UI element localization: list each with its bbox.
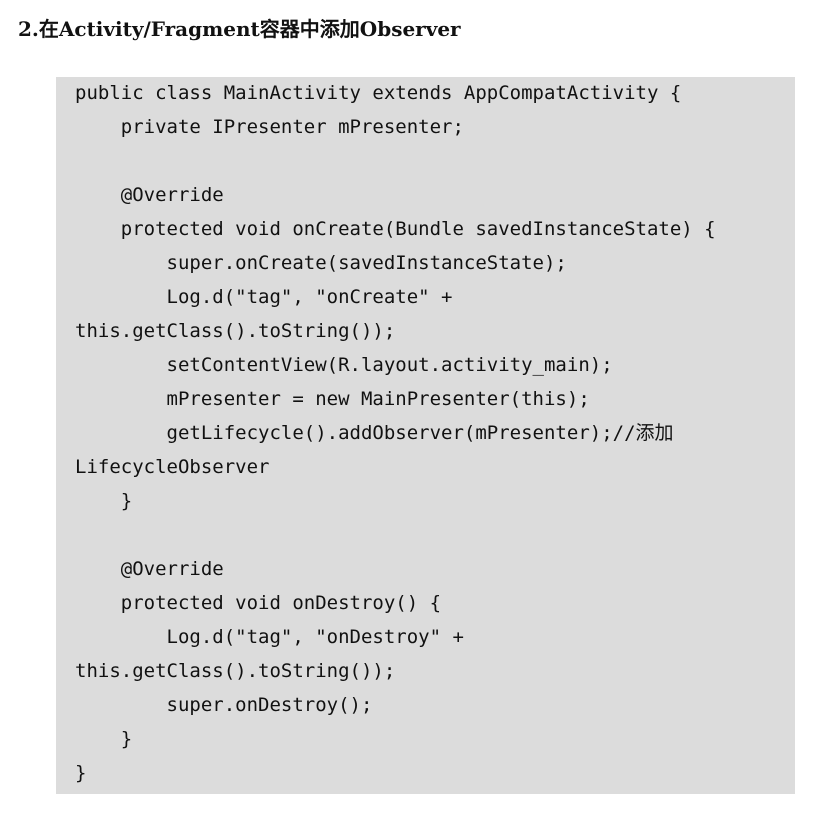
code-line: @Override	[75, 184, 224, 206]
code-line: this.getClass().toString());	[75, 320, 396, 342]
code-line: setContentView(R.layout.activity_main);	[75, 354, 613, 376]
code-line: protected void onCreate(Bundle savedInst…	[75, 218, 716, 240]
code-line: private IPresenter mPresenter;	[75, 116, 464, 138]
code-block: public class MainActivity extends AppCom…	[56, 77, 795, 794]
code-line: }	[75, 490, 133, 512]
code-line: Log.d("tag", "onCreate" +	[75, 286, 453, 308]
code-line: @Override	[75, 558, 224, 580]
section-heading: 2.在Activity/Fragment容器中添加Observer	[18, 17, 461, 41]
code-line: }	[75, 762, 87, 784]
code-line: mPresenter = new MainPresenter(this);	[75, 388, 590, 410]
code-line-with-comment: getLifecycle().addObserver(mPresenter);/…	[75, 422, 674, 444]
code-line: Log.d("tag", "onDestroy" +	[75, 626, 464, 648]
code-line: super.onCreate(savedInstanceState);	[75, 252, 567, 274]
code-line: public class MainActivity extends AppCom…	[75, 82, 682, 104]
code-line: }	[75, 728, 133, 750]
code-line: LifecycleObserver	[75, 456, 270, 478]
code-line: this.getClass().toString());	[75, 660, 396, 682]
code-line: protected void onDestroy() {	[75, 592, 442, 614]
code-line: super.onDestroy();	[75, 694, 373, 716]
